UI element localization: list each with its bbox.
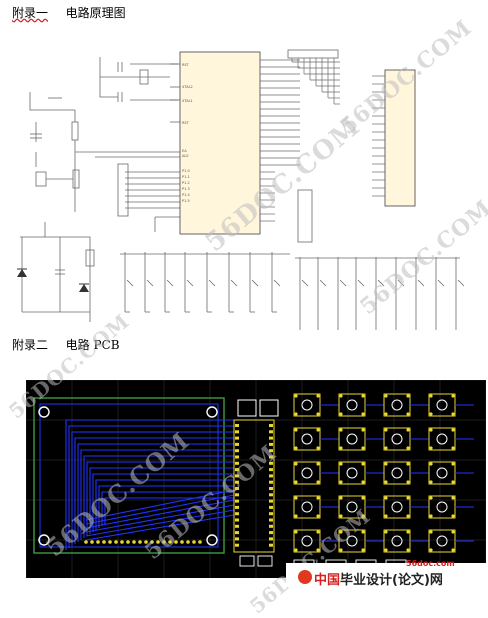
svg-text:P1.1: P1.1 xyxy=(182,175,190,179)
footer-brand-red: 中国 xyxy=(314,573,341,588)
svg-text:RST: RST xyxy=(182,63,190,67)
svg-text:P1.4: P1.4 xyxy=(182,193,190,197)
pcb-layout xyxy=(26,380,486,578)
appendix2-title: 电路 PCB xyxy=(65,338,120,352)
svg-text:ALE: ALE xyxy=(182,154,189,158)
appendix2-label: 附录二 xyxy=(12,338,49,352)
footer-logo-icon xyxy=(298,570,312,584)
svg-text:P1.2: P1.2 xyxy=(182,181,190,185)
footer-logo: 56doc.com 中国毕业设计(论文)网 xyxy=(286,559,486,588)
svg-text:P1.3: P1.3 xyxy=(182,187,190,191)
svg-text:EA: EA xyxy=(182,149,187,153)
svg-text:P1.5: P1.5 xyxy=(182,199,190,203)
footer-brand-rest: 毕业设计(论文)网 xyxy=(340,573,443,588)
svg-text:RST: RST xyxy=(182,121,190,125)
appendix1-title: 电路原理图 xyxy=(65,6,126,20)
svg-text:P1.0: P1.0 xyxy=(182,169,190,173)
appendix1-caption: 附录一 电路原理图 xyxy=(12,4,126,21)
appendix1-label: 附录一 xyxy=(12,6,49,20)
svg-text:XTAL1: XTAL1 xyxy=(182,99,193,103)
svg-text:XTAL2: XTAL2 xyxy=(182,85,193,89)
footer-site: 56doc.com xyxy=(406,559,455,568)
appendix2-caption: 附录二 电路 PCB xyxy=(12,336,120,353)
